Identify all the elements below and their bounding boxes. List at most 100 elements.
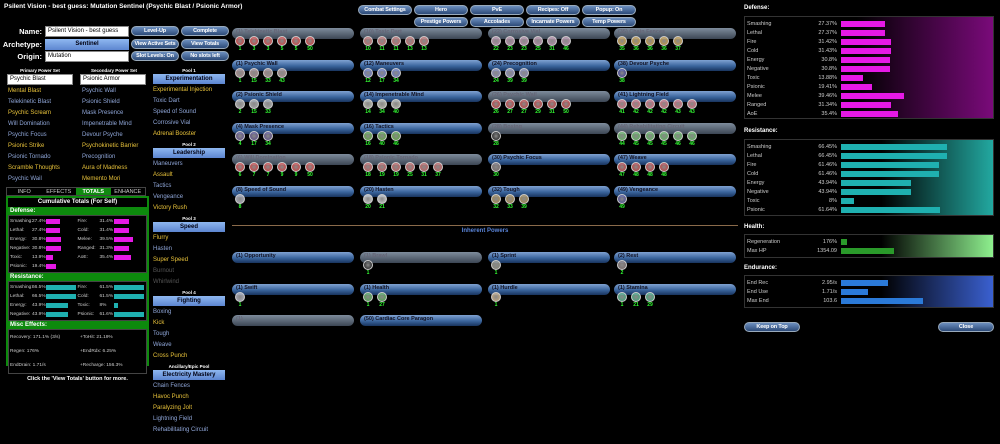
enhancement-slot-icon[interactable] xyxy=(519,99,529,110)
power-slot-bar[interactable]: (1) Swift xyxy=(232,283,354,295)
power-slot-bar[interactable]: (30) Psychic Focus xyxy=(488,154,610,166)
toolbar-button[interactable]: Accolades xyxy=(470,17,524,27)
enhancement-slot-icon[interactable] xyxy=(547,36,557,46)
power-list-item[interactable]: Flurry xyxy=(153,235,169,241)
tab-info[interactable]: INFO xyxy=(17,189,31,195)
enhancement-slot-icon[interactable] xyxy=(405,36,415,46)
power-list-item[interactable]: Precognition xyxy=(82,154,116,160)
enhancement-slot-icon[interactable] xyxy=(377,99,387,110)
enhancement-slot-icon[interactable] xyxy=(659,162,669,173)
power-list-item[interactable]: Psionic Shield xyxy=(82,99,120,105)
enhancement-slot-icon[interactable] xyxy=(631,291,641,302)
pool-select[interactable]: Leadership xyxy=(153,148,225,158)
enhancement-slot-icon[interactable] xyxy=(631,99,641,110)
enhancement-slot-icon[interactable] xyxy=(631,162,641,173)
power-list-item[interactable]: Assault xyxy=(153,172,173,178)
tab-totals[interactable]: TOTALS xyxy=(76,188,111,195)
toolbar-button[interactable]: Popup: On xyxy=(582,5,636,15)
enhancement-slot-icon[interactable] xyxy=(505,36,515,46)
enhancement-slot-icon[interactable] xyxy=(405,162,415,173)
power-slot-bar[interactable]: (1) Psychic Wall xyxy=(232,59,354,71)
power-list-item[interactable]: Psychic Wall xyxy=(82,88,116,94)
power-slot-bar[interactable]: (2) Rest xyxy=(614,252,736,263)
enhancement-slot-icon[interactable] xyxy=(673,130,683,141)
enhancement-slot-icon[interactable] xyxy=(263,162,273,173)
enhancement-slot-icon[interactable] xyxy=(659,130,669,141)
enhancement-slot-icon[interactable] xyxy=(659,99,669,110)
power-list-item[interactable]: Super Speed xyxy=(153,257,189,263)
secondary-set-select[interactable]: Psionic Armor xyxy=(80,74,146,85)
enhancement-slot-icon[interactable] xyxy=(391,162,401,173)
enhancement-slot-icon[interactable] xyxy=(391,36,401,46)
enhancement-slot-icon[interactable] xyxy=(391,99,401,110)
enhancement-slot-icon[interactable] xyxy=(391,130,401,141)
enhancement-slot-icon[interactable] xyxy=(561,36,571,46)
power-slot-bar[interactable]: (28) Boxing xyxy=(488,122,610,134)
enhancement-slot-icon[interactable] xyxy=(645,130,655,141)
power-list-item[interactable]: Psionic Strike xyxy=(8,143,45,149)
power-slot-bar[interactable]: (38) Devour Psyche xyxy=(614,59,736,71)
enhancement-slot-icon[interactable] xyxy=(419,36,429,46)
enhancement-slot-icon[interactable] xyxy=(519,194,529,204)
primary-set-select[interactable]: Psychic Blast xyxy=(7,74,73,85)
power-slot-bar[interactable]: (1) Opportunity xyxy=(232,252,354,263)
power-list-item[interactable]: Whirlwind xyxy=(153,279,180,285)
pool-select[interactable]: Speed xyxy=(153,222,225,232)
enhancement-slot-icon[interactable] xyxy=(617,194,627,204)
power-list-item[interactable]: Cross Punch xyxy=(153,353,188,359)
enhancement-slot-icon[interactable] xyxy=(377,194,387,204)
power-list-item[interactable]: Psychic Scream xyxy=(8,110,52,116)
enhancement-slot-icon[interactable] xyxy=(377,291,387,302)
power-slot-bar[interactable]: (8) Speed of Sound xyxy=(232,186,354,197)
enhancement-slot-icon[interactable] xyxy=(235,36,245,46)
enhancement-slot-icon[interactable] xyxy=(263,130,273,141)
enhancement-slot-icon[interactable] xyxy=(687,130,697,141)
power-slot-bar[interactable]: (1) Stamina xyxy=(614,283,736,295)
archetype-select[interactable]: Sentinel xyxy=(45,39,129,50)
enhancement-slot-icon[interactable] xyxy=(249,67,259,78)
power-list-item[interactable]: Lightning Field xyxy=(153,416,193,422)
enhancement-slot-icon[interactable] xyxy=(645,36,655,46)
power-slot-bar[interactable]: (41) Lightning Field xyxy=(614,91,736,103)
enhancement-slot-icon[interactable] xyxy=(419,162,429,173)
power-slot-bar[interactable]: (22) Corrosive Vial xyxy=(488,28,610,39)
power-slot-bar[interactable]: (10) Toxic Dart xyxy=(360,28,482,39)
enhancement-slot-icon[interactable] xyxy=(561,99,571,110)
enhancement-slot-icon[interactable] xyxy=(645,291,655,302)
enhancement-slot-icon[interactable] xyxy=(305,36,315,46)
power-list-item[interactable]: Devour Psyche xyxy=(82,132,123,138)
enhancement-slot-icon[interactable] xyxy=(263,67,273,78)
enhancement-slot-icon[interactable] xyxy=(617,36,627,46)
enhancement-slot-icon[interactable] xyxy=(645,162,655,173)
enhancement-slot-icon[interactable] xyxy=(659,36,669,46)
enhancement-slot-icon[interactable] xyxy=(673,36,683,46)
enhancement-slot-icon[interactable] xyxy=(363,194,373,204)
enhancement-slot-icon[interactable] xyxy=(363,36,373,46)
enhancement-slot-icon[interactable] xyxy=(391,67,401,78)
power-slot-bar[interactable]: (1) Health xyxy=(360,283,482,295)
power-list-item[interactable]: Paralyzing Jolt xyxy=(153,405,193,411)
power-list-item[interactable]: Victory Rush xyxy=(153,205,187,211)
power-list-item[interactable]: Rehabilitating Circuit xyxy=(153,427,209,433)
enhancement-slot-icon[interactable] xyxy=(533,36,543,46)
tab-enhance[interactable]: ENHANCE xyxy=(114,189,142,195)
enhancement-slot-icon[interactable] xyxy=(617,99,627,110)
enhancement-slot-icon[interactable] xyxy=(617,291,627,302)
enhancement-slot-icon[interactable] xyxy=(277,162,287,173)
power-list-item[interactable]: Psychic Focus xyxy=(8,132,47,138)
toolbar-button[interactable]: Prestige Powers xyxy=(414,17,468,27)
power-slot-bar[interactable]: (20) Hasten xyxy=(360,186,482,197)
toolbar-button[interactable]: Hero xyxy=(414,5,468,15)
enhancement-slot-icon[interactable] xyxy=(547,99,557,110)
no-slots-button[interactable]: No slots left xyxy=(181,51,229,61)
enhancement-slot-icon[interactable] xyxy=(617,260,627,270)
enhancement-slot-icon[interactable] xyxy=(519,67,529,78)
enhancement-slot-icon[interactable] xyxy=(617,67,627,78)
enhancement-slot-icon[interactable] xyxy=(291,36,301,46)
enhancement-slot-icon[interactable] xyxy=(277,36,287,46)
power-list-item[interactable]: Psionic Tornado xyxy=(8,154,51,160)
enhancement-slot-icon[interactable] xyxy=(277,67,287,78)
enhancement-slot-icon[interactable] xyxy=(249,36,259,46)
toolbar-button[interactable]: Recipes: Off xyxy=(526,5,580,15)
power-slot-bar[interactable]: (12) Maneuvers xyxy=(360,59,482,71)
